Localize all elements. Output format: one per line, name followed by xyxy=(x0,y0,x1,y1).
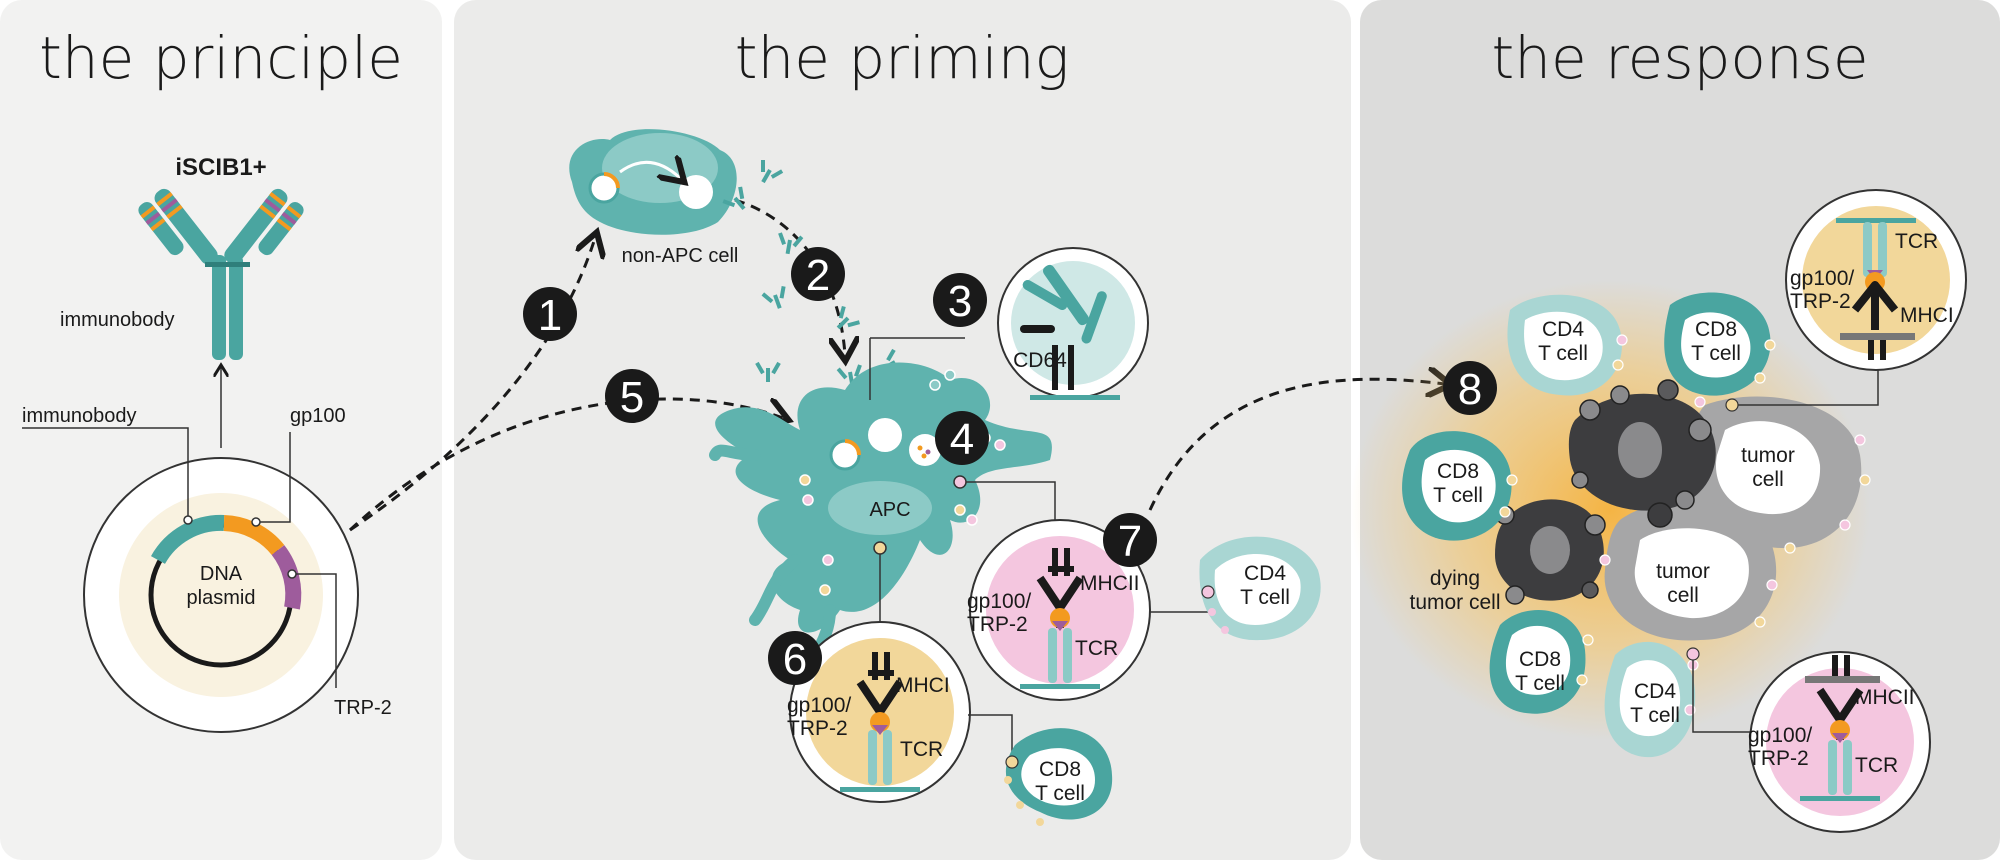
segment-label-gp100: gp100 xyxy=(290,405,346,427)
response-mhcii-tcr-label: TCR xyxy=(1855,754,1898,777)
mhcii-label: MHCII xyxy=(1080,572,1140,595)
step-7-label: 7 xyxy=(1118,517,1142,566)
arrow-step-1 xyxy=(349,238,595,532)
cd4-top-line1: CD4 xyxy=(1542,318,1584,341)
cd8-top-line2: T cell xyxy=(1691,342,1741,365)
mhci-antigen-label-2: TRP-2 xyxy=(787,717,848,740)
cd8-priming-line1: CD8 xyxy=(1039,758,1081,781)
cd8-left-line1: CD8 xyxy=(1437,460,1479,483)
cd4-t-cell-priming xyxy=(1199,536,1321,641)
step-5-label: 5 xyxy=(620,373,644,422)
tumor-cell-middle xyxy=(1604,501,1777,641)
step-2-marker xyxy=(791,247,845,301)
dying-tumor-cell-upper xyxy=(1568,379,1716,528)
cd8-t-cell-left xyxy=(1402,431,1512,541)
response-mhci-antigen-1: gp100/ xyxy=(1790,267,1854,290)
tumor-mid-line2: cell xyxy=(1667,584,1699,607)
apc-label: APC xyxy=(869,499,910,521)
dying-tumor-line1: dying xyxy=(1430,567,1480,590)
response-mhcii-tcr-icon xyxy=(1800,655,1880,801)
response-mhci-tcr-icon xyxy=(1836,218,1916,360)
cd4-top-line2: T cell xyxy=(1538,342,1588,365)
step-3-label: 3 xyxy=(948,277,972,326)
panel-title-response: the response xyxy=(1491,24,1868,92)
step-6-marker xyxy=(768,631,822,685)
dying-tumor-cell-lower xyxy=(1495,499,1606,605)
cd4-t-cell-top xyxy=(1507,294,1622,396)
cd4-priming-line2: T cell xyxy=(1240,586,1290,609)
mhcii-tcr-label: TCR xyxy=(1075,637,1118,660)
mhcii-antigen-label-1: gp100/ xyxy=(967,590,1031,613)
cd8-top-line1: CD8 xyxy=(1695,318,1737,341)
plasmid-segment-gp100 xyxy=(223,515,285,556)
cd64-label: CD64 xyxy=(1013,349,1067,372)
mhci-label: MHCI xyxy=(896,674,950,697)
dying-tumor-line2: tumor cell xyxy=(1409,591,1500,614)
response-mhcii-label: MHCII xyxy=(1855,686,1915,709)
plasmid-label-line1: DNA xyxy=(200,563,243,585)
non-apc-cell xyxy=(569,129,737,235)
response-mhci-tcr-label: TCR xyxy=(1895,230,1938,253)
step-markers-priming: 1 2 3 4 5 6 7 xyxy=(523,247,1157,685)
step-5-marker xyxy=(605,369,659,423)
panel-title-principle: the principle xyxy=(39,24,403,92)
step-4-marker xyxy=(935,411,989,465)
mhci-tcr-label: TCR xyxy=(900,738,943,761)
cd4-priming-line1: CD4 xyxy=(1244,562,1286,585)
cd8-t-cell-bottom xyxy=(1489,610,1586,714)
cd4-bottom-line1: CD4 xyxy=(1634,680,1676,703)
response-mhcii-antigen-2: TRP-2 xyxy=(1748,747,1809,770)
cd8-left-line2: T cell xyxy=(1433,484,1483,507)
step-1-marker xyxy=(523,287,577,341)
step-6-label: 6 xyxy=(783,635,807,684)
arrow-step-2 xyxy=(734,198,845,355)
cd8-priming-line2: T cell xyxy=(1035,782,1085,805)
tumor-mid-line1: tumor xyxy=(1656,560,1710,583)
cd8-t-cell-top xyxy=(1664,292,1771,396)
cd8-bottom-line1: CD8 xyxy=(1519,648,1561,671)
mhcii-tcr-complex-icon xyxy=(1020,548,1100,689)
panel-title-priming: the priming xyxy=(735,24,1070,92)
mhcii-antigen-label-2: TRP-2 xyxy=(967,613,1028,636)
cd8-bottom-line2: T cell xyxy=(1515,672,1565,695)
plasmid-label-line2: plasmid xyxy=(187,587,256,609)
cd64-receptor-icon xyxy=(1020,264,1120,400)
step-8-label: 8 xyxy=(1458,365,1482,414)
response-surface-molecules xyxy=(1499,334,1871,716)
step-4-label: 4 xyxy=(950,415,974,464)
plasmid-segment-immunobody xyxy=(151,514,225,565)
step-1-label: 1 xyxy=(538,291,562,340)
arrow-step-8 xyxy=(1148,379,1445,511)
segment-label-trp2: TRP-2 xyxy=(334,697,392,719)
cd8-t-cell-priming xyxy=(1004,728,1113,826)
immunobody-antibody-icon xyxy=(138,188,304,360)
tumor-right-line1: tumor xyxy=(1741,444,1795,467)
step-3-marker xyxy=(933,273,987,327)
mhci-antigen-label-1: gp100/ xyxy=(787,694,851,717)
construct-name: iSCIB1+ xyxy=(175,154,266,181)
cd4-bottom-line2: T cell xyxy=(1630,704,1680,727)
segment-label-immunobody: immunobody xyxy=(22,405,137,427)
response-mhci-label: MHCI xyxy=(1900,304,1954,327)
response-mhcii-antigen-1: gp100/ xyxy=(1748,724,1812,747)
tumor-right-line2: cell xyxy=(1752,468,1784,491)
step-2-label: 2 xyxy=(806,251,830,300)
response-mhci-antigen-2: TRP-2 xyxy=(1790,290,1851,313)
cd4-t-cell-bottom xyxy=(1604,641,1696,758)
mhci-tcr-complex-icon xyxy=(840,652,920,792)
antibody-label: immunobody xyxy=(60,309,175,331)
non-apc-cell-label: non-APC cell xyxy=(622,245,739,267)
step-8-marker xyxy=(1443,361,1497,415)
step-7-marker xyxy=(1103,513,1157,567)
